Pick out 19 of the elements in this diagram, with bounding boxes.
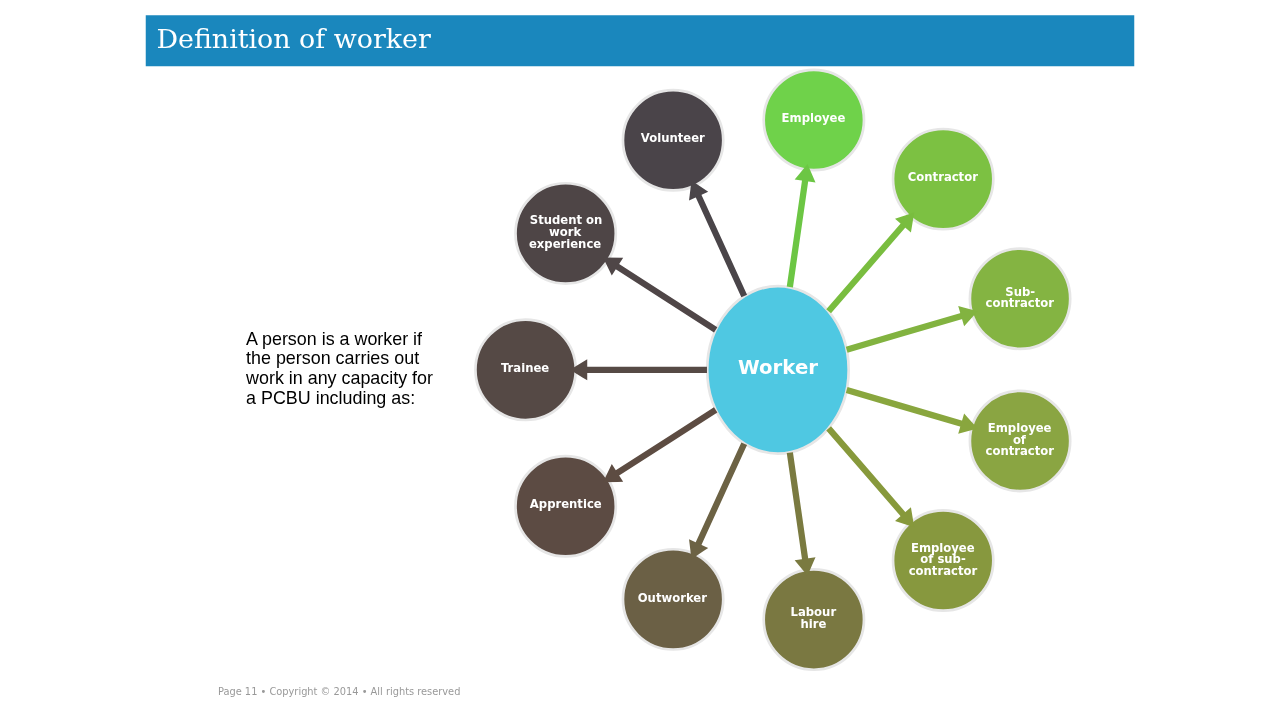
arrow (689, 180, 748, 298)
arrow (603, 257, 718, 333)
arrow (603, 407, 718, 483)
arrow (826, 212, 915, 314)
node-circle: Labour hire (762, 568, 866, 672)
node-circle: Trainee (474, 318, 578, 422)
diagram-title: Definition of worker (156, 22, 431, 54)
node-circle: Employee (762, 68, 866, 172)
arrow (786, 163, 816, 288)
node-circle: Apprentice (514, 454, 618, 558)
node-circle: Student on work experience (514, 181, 618, 285)
node-circle: Employee of contractor (968, 389, 1072, 493)
arrow (826, 426, 915, 528)
label: Page 11 • Copyright © 2014 • All rights reserved (217, 685, 461, 697)
node-circle: Volunteer (621, 88, 725, 192)
node-circle: Sub-contractor (968, 247, 1072, 351)
node-circle: Outworker (621, 547, 725, 651)
node-ellipse: Worker (705, 284, 850, 455)
label: A person is a worker if the person carries out work in any capacity for a PCBU including as: (246, 328, 434, 408)
